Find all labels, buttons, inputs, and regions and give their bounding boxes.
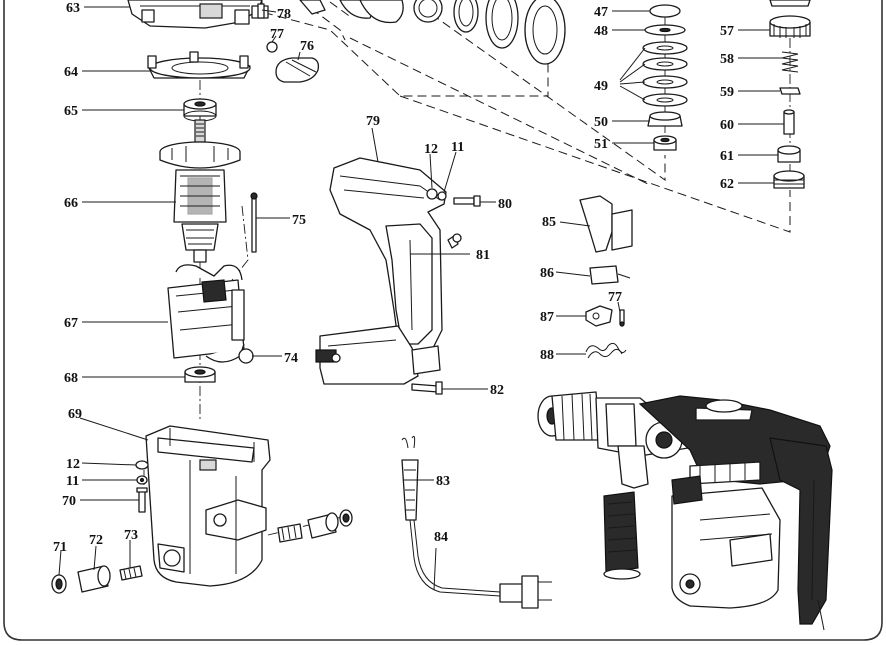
callout-65: 65: [64, 104, 78, 119]
clamp-part-87: [585, 305, 613, 327]
disc-springs-part-49: [642, 41, 688, 107]
callout-78: 78: [277, 7, 291, 22]
callout-73: 73: [124, 528, 138, 543]
callout-87: 87: [540, 310, 554, 325]
callout-69: 69: [68, 407, 82, 422]
callout-83: 83: [436, 474, 450, 489]
screw-part-77b: [619, 309, 625, 327]
callout-47: 47: [594, 5, 608, 20]
callout-62: 62: [720, 177, 734, 192]
callout-11a: 11: [66, 474, 79, 489]
long-screw-part-75: [250, 192, 258, 253]
callout-12a: 12: [66, 457, 80, 472]
callout-59: 59: [720, 85, 734, 100]
circlip-part-47: [649, 4, 681, 18]
brush-holder-right-parts: [277, 509, 353, 543]
callout-81: 81: [476, 248, 490, 263]
callout-77a: 77: [270, 27, 284, 42]
switch-part-86: [589, 265, 631, 285]
callout-88: 88: [540, 348, 554, 363]
callout-48: 48: [594, 24, 608, 39]
field-coil-part-67: [167, 264, 245, 363]
fan-baffle-part-64: [147, 51, 251, 79]
pin-part-78: [257, 3, 265, 19]
brush-holder-part-72: [77, 565, 111, 593]
callout-76: 76: [300, 39, 314, 54]
callout-67: 67: [64, 316, 78, 331]
gear-housing-part: [127, 0, 269, 29]
callout-70: 70: [62, 494, 76, 509]
carbon-brush-part-73: [119, 565, 143, 581]
washer-part-48: [644, 24, 686, 36]
callout-60: 60: [720, 118, 734, 133]
ring-part-74: [238, 348, 254, 364]
callout-79: 79: [366, 114, 380, 129]
washer-part-12a: [135, 460, 149, 470]
callout-labels: 63 78 77 76 64 65 66 75 67 74 68 69 12 1…: [53, 1, 734, 555]
motor-housing-part-69: [145, 425, 271, 587]
callout-51: 51: [594, 137, 608, 152]
callout-68: 68: [64, 371, 78, 386]
spring-part-88: [585, 342, 627, 359]
screw-part-82: [411, 381, 443, 395]
bearing-part-68: [184, 366, 216, 383]
nut-part-50: [647, 111, 683, 127]
armature-part-66: [159, 119, 241, 263]
brush-cap-part-71: [51, 574, 67, 594]
assembled-rotary-hammer-image: [537, 391, 833, 631]
callout-84: 84: [434, 530, 448, 545]
callout-50: 50: [594, 115, 608, 130]
callout-63: 63: [66, 1, 80, 16]
ring-part-62: [773, 170, 805, 189]
switch-cover-part-85: [579, 195, 633, 253]
leader-lines: [58, 6, 784, 591]
callout-61: 61: [720, 149, 734, 164]
callout-49: 49: [594, 79, 608, 94]
gear-part-57: [769, 0, 811, 38]
spring-part-58: [781, 51, 799, 73]
washer-part-11a: [136, 475, 148, 485]
handle-part-79: [315, 157, 447, 385]
screw-part-81: [447, 233, 462, 249]
callout-66: 66: [64, 196, 78, 211]
callout-12b: 12: [424, 142, 438, 157]
callout-71: 71: [53, 540, 67, 555]
callout-72: 72: [89, 533, 103, 548]
power-cable-part-83-84: [401, 435, 552, 609]
callout-11b: 11: [451, 140, 464, 155]
callout-74: 74: [284, 351, 298, 366]
callout-85: 85: [542, 215, 556, 230]
callout-64: 64: [64, 65, 78, 80]
key-part-59: [779, 87, 801, 95]
bearing-part-51: [653, 135, 677, 151]
callout-86: 86: [540, 266, 554, 281]
o-ring-part-77: [266, 41, 278, 53]
gearbox-rings: [299, 0, 566, 65]
diagram-frame: [3, 0, 883, 641]
pin-part-60: [783, 109, 795, 135]
callout-57: 57: [720, 24, 734, 39]
screw-part-80: [453, 195, 481, 207]
bush-part-61: [777, 145, 801, 163]
callout-75: 75: [292, 213, 306, 228]
screw-part-70: [136, 487, 148, 513]
selector-knob-part-76: [275, 57, 320, 83]
callout-58: 58: [720, 52, 734, 67]
callout-82: 82: [490, 383, 504, 398]
washer-part-12b: [426, 188, 438, 200]
callout-77b: 77: [608, 290, 622, 305]
washer-part-11b: [437, 191, 447, 201]
callout-80: 80: [498, 197, 512, 212]
